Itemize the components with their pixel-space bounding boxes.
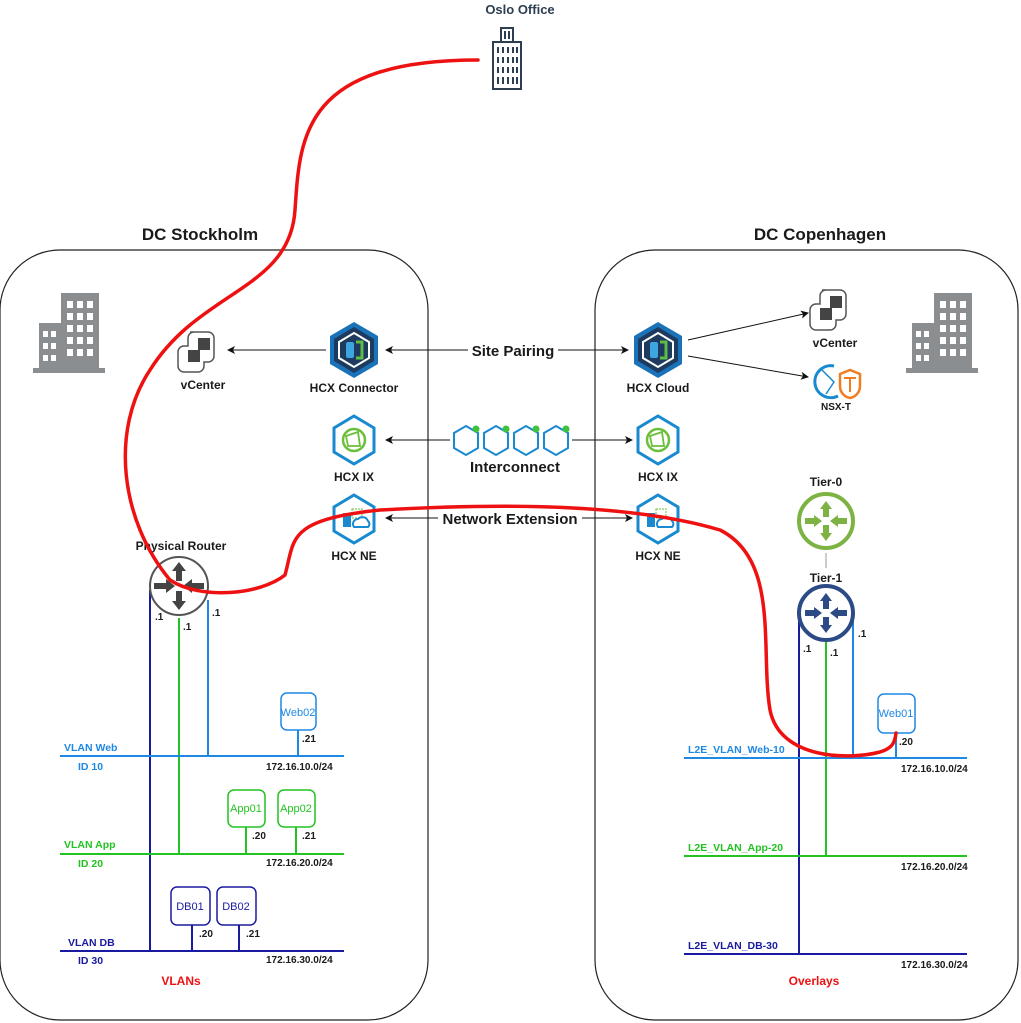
vm-ip: .20 bbox=[899, 737, 913, 748]
tier1-router-icon[interactable] bbox=[797, 584, 855, 642]
cloud-to-vcenter-arrow bbox=[687, 310, 809, 341]
vm-ip: .20 bbox=[199, 929, 213, 940]
vlan-app-id: ID 20 bbox=[78, 858, 103, 870]
datacenter-building-icon bbox=[906, 293, 978, 373]
hcx-ix-icon[interactable] bbox=[332, 414, 376, 466]
router-iface-label: .1 bbox=[212, 608, 221, 619]
vm-ip: .21 bbox=[302, 831, 316, 842]
vlan-app-subnet: 172.16.20.0/24 bbox=[266, 858, 333, 869]
tier0-label: Tier-0 bbox=[810, 475, 843, 489]
vcenter-label-stockholm: vCenter bbox=[181, 378, 226, 392]
hcx-ne-label-copenhagen: HCX NE bbox=[635, 549, 680, 563]
vm-app01[interactable]: App01 bbox=[227, 789, 266, 828]
vlan-web-id: ID 10 bbox=[78, 761, 103, 773]
nsx-t-label: NSX-T bbox=[821, 402, 851, 413]
hcx-ix-icon[interactable] bbox=[636, 414, 680, 466]
hcx-connector-icon[interactable] bbox=[328, 320, 380, 380]
interconnect-service-icon bbox=[543, 424, 571, 456]
site-title-stockholm: DC Stockholm bbox=[142, 225, 258, 244]
vm-name: DB02 bbox=[222, 901, 250, 913]
overlay-app-subnet: 172.16.20.0/24 bbox=[901, 862, 968, 873]
overlay-web-subnet: 172.16.10.0/24 bbox=[901, 764, 968, 775]
vm-ip: .21 bbox=[302, 734, 316, 745]
hcx-connector-label: HCX Connector bbox=[310, 381, 399, 395]
overlay-web-name: L2E_VLAN_Web-10 bbox=[688, 744, 785, 756]
interconnect-service-icon bbox=[483, 424, 511, 456]
vm-ip: .20 bbox=[252, 831, 266, 842]
vlan-db-subnet: 172.16.30.0/24 bbox=[266, 955, 333, 966]
hcx-ne-icon[interactable] bbox=[332, 493, 376, 545]
hcx-ix-label-copenhagen: HCX IX bbox=[638, 470, 678, 484]
vcenter-icon[interactable] bbox=[177, 331, 215, 373]
interconnect-service-icon bbox=[453, 424, 481, 456]
footer-overlays: Overlays bbox=[789, 974, 840, 988]
vm-app02[interactable]: App02 bbox=[277, 789, 316, 828]
site-title-copenhagen: DC Copenhagen bbox=[754, 225, 886, 244]
site-box-copenhagen bbox=[594, 249, 1019, 1021]
network-extension-label: Network Extension bbox=[442, 511, 577, 528]
vlan-web-name: VLAN Web bbox=[64, 742, 117, 754]
router-iface-label: .1 bbox=[803, 644, 812, 655]
datacenter-building-icon bbox=[33, 293, 105, 373]
vm-name: App01 bbox=[230, 803, 262, 815]
router-iface-label: .1 bbox=[858, 629, 867, 640]
vm-web01[interactable]: Web01 bbox=[877, 693, 916, 734]
vm-ip: .21 bbox=[246, 929, 260, 940]
vlan-db-id: ID 30 bbox=[78, 955, 103, 967]
interconnect-service-icon bbox=[513, 424, 541, 456]
vlan-db-name: VLAN DB bbox=[68, 937, 115, 949]
nsx-t-icon[interactable] bbox=[813, 364, 862, 400]
cloud-to-nsxt-arrow bbox=[687, 355, 809, 380]
vm-name: DB01 bbox=[176, 901, 204, 913]
office-building-icon bbox=[492, 27, 522, 90]
vm-name: Web02 bbox=[281, 707, 316, 719]
vcenter-label-copenhagen: vCenter bbox=[813, 336, 858, 350]
vm-name: Web01 bbox=[879, 708, 914, 720]
physical-router-label: Physical Router bbox=[136, 539, 227, 553]
hcx-cloud-label: HCX Cloud bbox=[627, 381, 690, 395]
site-pairing-label: Site Pairing bbox=[472, 343, 555, 360]
footer-vlans: VLANs bbox=[161, 974, 201, 988]
vlan-web-subnet: 172.16.10.0/24 bbox=[266, 762, 333, 773]
router-iface-label: .1 bbox=[183, 622, 192, 633]
router-iface-label: .1 bbox=[155, 612, 164, 623]
hcx-cloud-icon[interactable] bbox=[632, 320, 684, 380]
router-iface-label: .1 bbox=[830, 648, 839, 659]
tier1-label: Tier-1 bbox=[810, 571, 843, 585]
traffic-path-oslo-to-web01 bbox=[123, 58, 898, 758]
vlan-app-name: VLAN App bbox=[64, 839, 116, 851]
hcx-ix-label-stockholm: HCX IX bbox=[334, 470, 374, 484]
interconnect-label: Interconnect bbox=[470, 459, 560, 476]
vcenter-icon[interactable] bbox=[809, 289, 847, 331]
vm-web02[interactable]: Web02 bbox=[280, 692, 317, 731]
overlay-db-subnet: 172.16.30.0/24 bbox=[901, 960, 968, 971]
site-box-stockholm bbox=[0, 249, 429, 1021]
overlay-db-name: L2E_VLAN_DB-30 bbox=[688, 940, 778, 952]
oslo-office-label: Oslo Office bbox=[485, 2, 554, 17]
vm-db01[interactable]: DB01 bbox=[170, 886, 211, 926]
tier0-router-icon[interactable] bbox=[797, 492, 855, 550]
vm-db02[interactable]: DB02 bbox=[216, 886, 257, 926]
overlay-app-name: L2E_VLAN_App-20 bbox=[688, 842, 783, 854]
vm-name: App02 bbox=[280, 803, 312, 815]
hcx-ne-label-stockholm: HCX NE bbox=[331, 549, 376, 563]
